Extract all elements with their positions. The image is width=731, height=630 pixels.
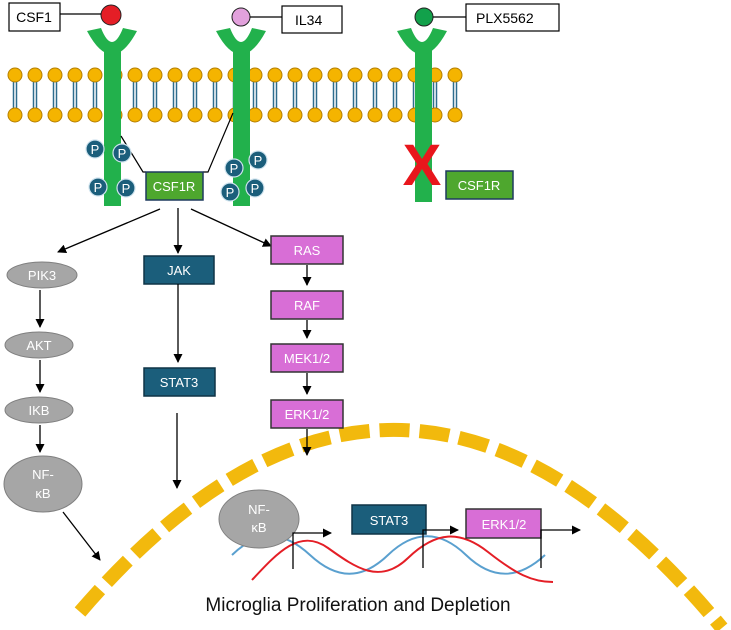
svg-text:P: P xyxy=(254,153,263,168)
csf1r-complex-box xyxy=(145,171,204,201)
lipid-pair xyxy=(127,67,143,123)
lipid-pair xyxy=(247,67,263,123)
svg-text:P: P xyxy=(226,185,235,200)
stat3-label: STAT3 xyxy=(160,375,199,390)
svg-text:P: P xyxy=(230,161,239,176)
il34-label-box xyxy=(281,5,343,34)
csf1-label-box xyxy=(8,2,61,32)
lipid-pair xyxy=(327,67,343,123)
nfkb-label: NF- xyxy=(32,467,54,482)
il34-label: IL34 xyxy=(295,12,322,28)
arrow-to-pik3 xyxy=(57,208,161,254)
phospho-p: P xyxy=(85,139,105,159)
blocked-csf1r-label: CSF1R xyxy=(458,178,501,193)
lipid-pair xyxy=(307,67,323,123)
lipid-pair xyxy=(347,67,363,123)
inhibition-x-mark: X xyxy=(403,133,442,198)
stat3-box xyxy=(143,367,216,397)
mek-label: MEK1/2 xyxy=(284,351,330,366)
phospho-connector-right xyxy=(203,112,234,173)
csf1r-receptor-csf1 xyxy=(87,28,137,206)
stat3-transcription-arrow xyxy=(422,525,459,568)
nucleus-envelope xyxy=(74,423,728,630)
svg-text:P: P xyxy=(91,142,100,157)
diagram-caption: Microglia Proliferation and Depletion xyxy=(205,595,510,616)
phospho-p: P xyxy=(224,158,244,178)
raf-label: RAF xyxy=(294,298,320,313)
erk-label: ERK1/2 xyxy=(285,407,330,422)
il34-ligand-ball xyxy=(231,7,251,27)
dna-strand-red xyxy=(251,535,554,583)
phospho-p: P xyxy=(245,178,265,198)
nucleus-erk-box xyxy=(465,508,542,539)
svg-text:P: P xyxy=(118,146,127,161)
phospho-sites: P P P P P P P P xyxy=(85,139,268,202)
csf1r-receptor-blocked xyxy=(397,28,447,202)
nucleus-erk-label: ERK1/2 xyxy=(482,517,527,532)
nfkb-node xyxy=(3,455,83,513)
erk-transcription-arrow xyxy=(540,525,581,568)
nfkb-label-line2: κB xyxy=(35,486,50,501)
nucleus-nfkb-label: NF- xyxy=(248,502,270,517)
phospho-p: P xyxy=(248,150,268,170)
phospho-p: P xyxy=(112,143,132,163)
phospho-p: P xyxy=(220,182,240,202)
mek-box xyxy=(270,343,344,373)
pik3-label: PIK3 xyxy=(28,268,56,283)
jak-label: JAK xyxy=(167,263,191,278)
plx-label: PLX5562 xyxy=(476,10,534,26)
svg-text:P: P xyxy=(251,181,260,196)
nucleus-nfkb-node xyxy=(218,489,300,549)
jak-box xyxy=(143,255,215,285)
pik3-node xyxy=(6,261,78,289)
lipid-pair xyxy=(287,67,303,123)
nfkb-transcription-arrow xyxy=(292,528,332,569)
cell-membrane xyxy=(7,67,463,123)
blocked-csf1r-box xyxy=(445,170,514,200)
svg-text:P: P xyxy=(122,181,131,196)
csf1-ligand-ball xyxy=(100,4,122,26)
lipid-pair xyxy=(7,67,23,123)
plx-ligand-ball xyxy=(414,7,434,27)
plx-label-box xyxy=(465,3,560,32)
lipid-pair xyxy=(27,67,43,123)
lipid-pair xyxy=(447,67,463,123)
akt-node xyxy=(4,331,74,359)
phospho-p: P xyxy=(116,178,136,198)
lipid-pair xyxy=(187,67,203,123)
arrow-nfkb-nucleus xyxy=(62,511,101,561)
lipid-pair xyxy=(67,67,83,123)
lipid-pair xyxy=(267,67,283,123)
nucleus-stat3-box xyxy=(351,504,427,535)
ras-box xyxy=(270,235,344,265)
svg-text:P: P xyxy=(94,180,103,195)
arrow-to-ras xyxy=(190,208,272,247)
lipid-pair xyxy=(207,67,223,123)
lipid-pair xyxy=(147,67,163,123)
csf1-label: CSF1 xyxy=(16,9,52,25)
csf1r-complex-label: CSF1R xyxy=(153,179,196,194)
ras-label: RAS xyxy=(294,243,321,258)
akt-label: AKT xyxy=(26,338,51,353)
nucleus-stat3-label: STAT3 xyxy=(370,513,409,528)
ikb-node xyxy=(4,396,74,424)
erk-box xyxy=(270,399,344,429)
lipid-pair xyxy=(367,67,383,123)
nucleus-nfkb-label-line2: κB xyxy=(251,520,266,535)
lipid-pair xyxy=(47,67,63,123)
raf-box xyxy=(270,290,344,320)
ikb-label: IKB xyxy=(29,403,50,418)
lipid-pair xyxy=(387,67,403,123)
lipid-pair xyxy=(167,67,183,123)
lipid-pair xyxy=(87,67,103,123)
phospho-p: P xyxy=(88,177,108,197)
